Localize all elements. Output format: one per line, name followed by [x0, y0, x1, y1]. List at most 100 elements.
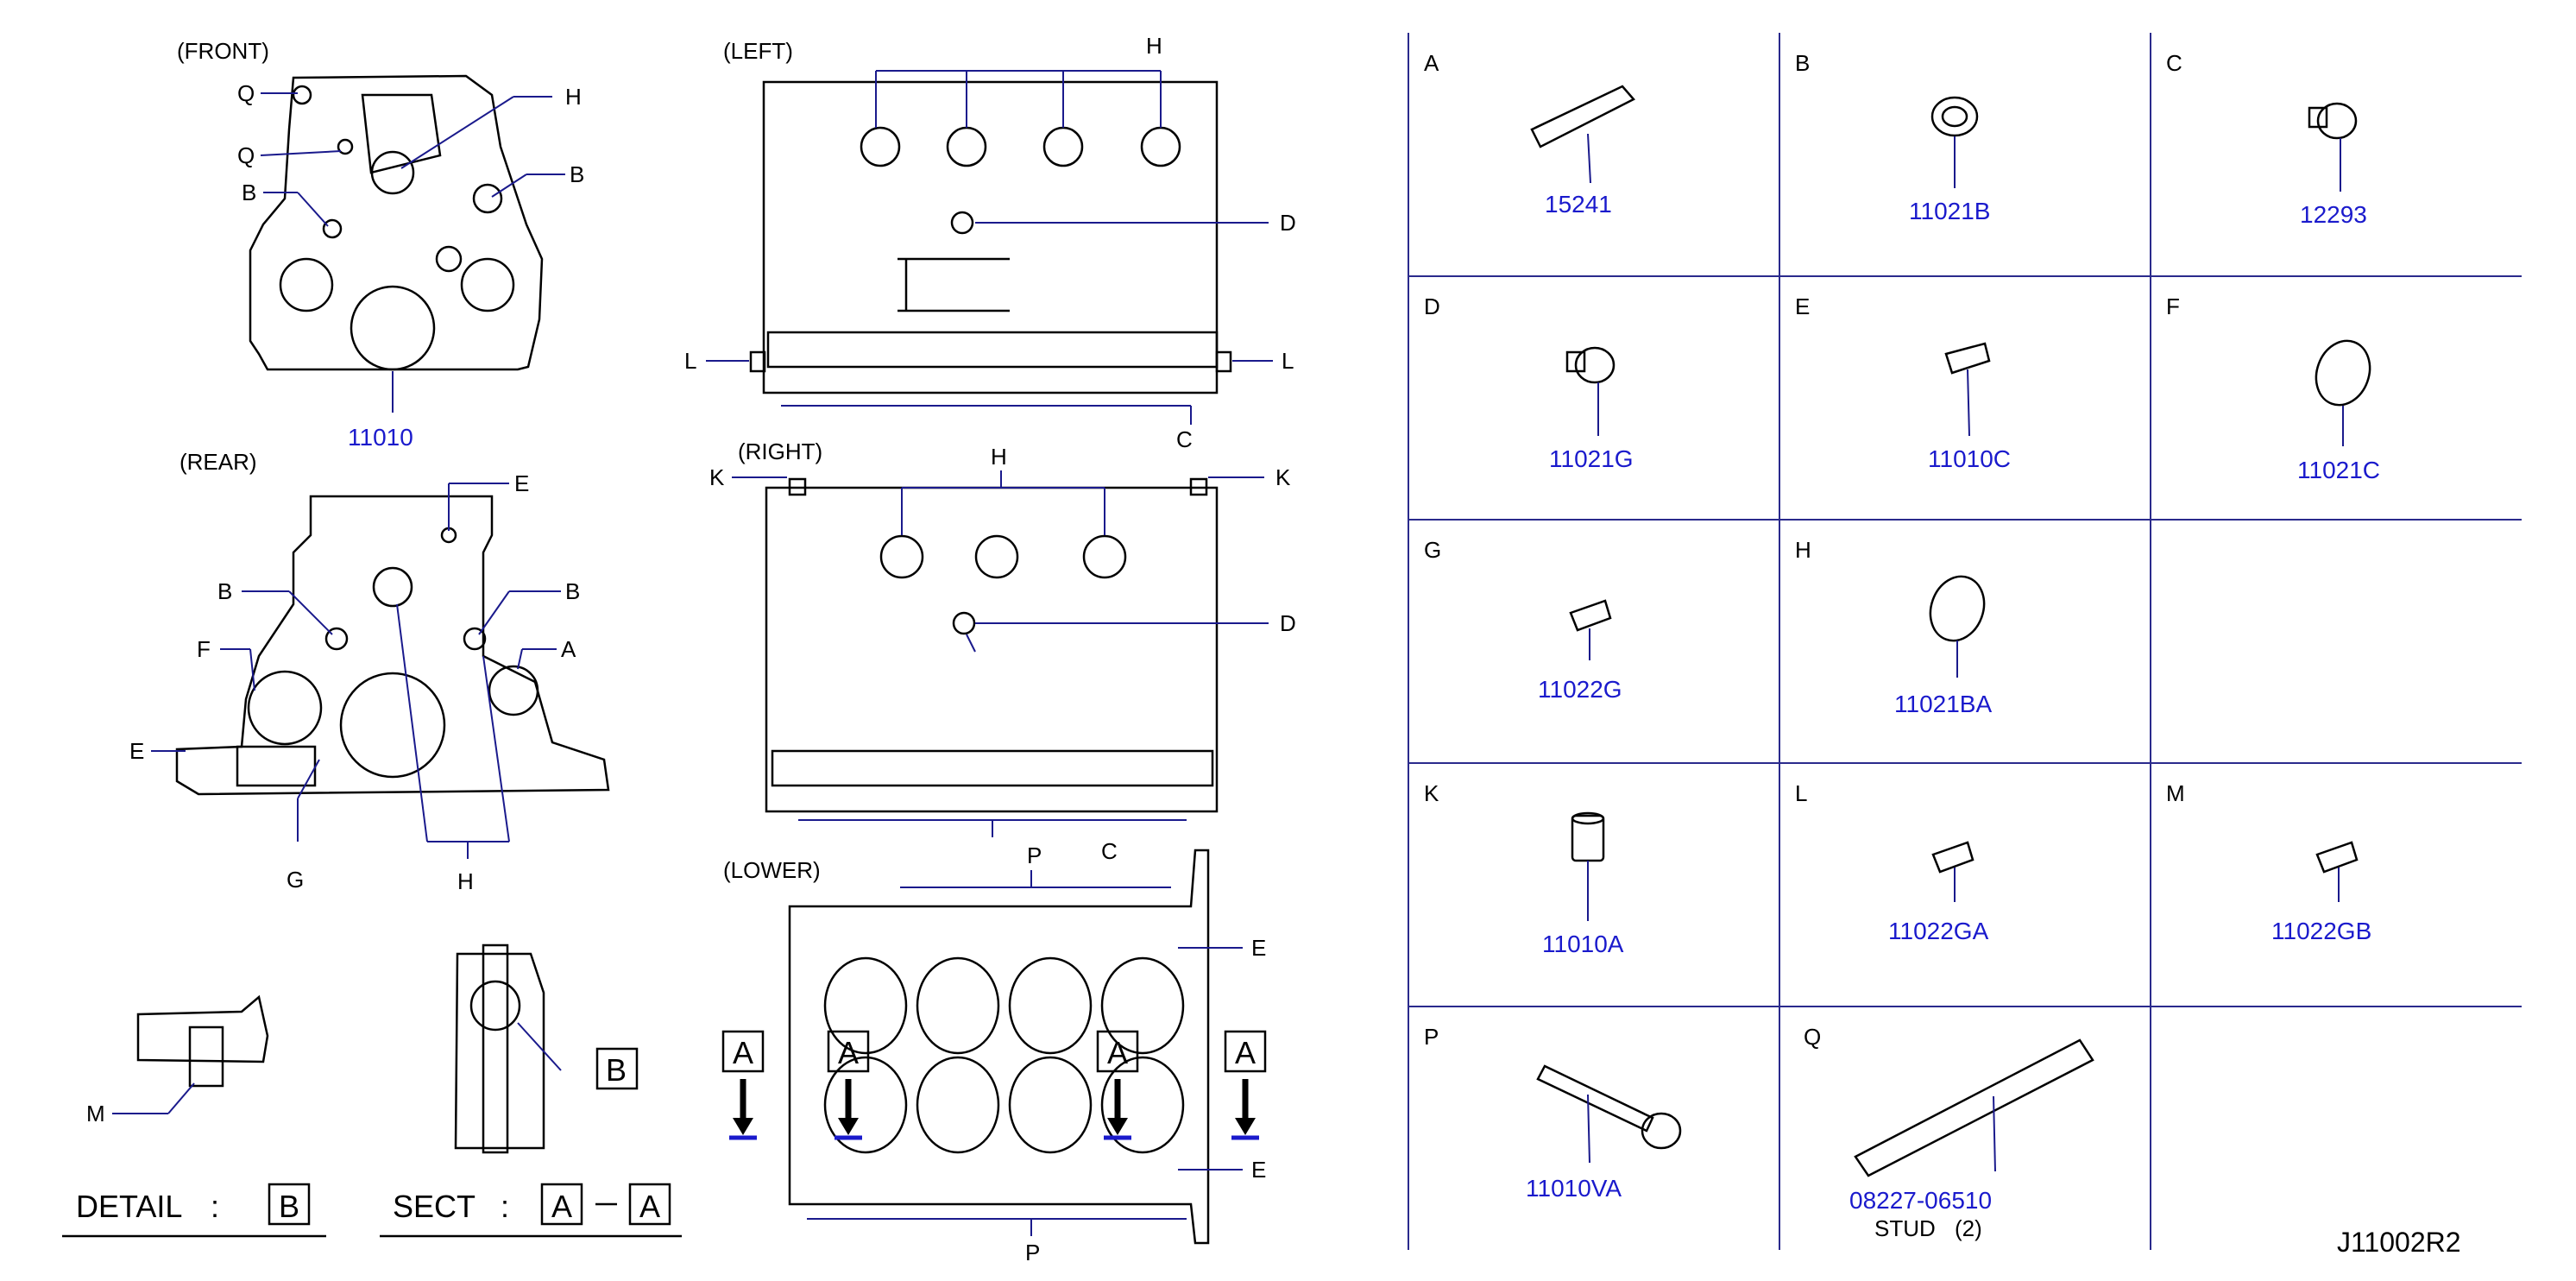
detail-caption-colon: :: [211, 1189, 219, 1224]
sect-caption-word: SECT: [393, 1189, 476, 1224]
part-number-11010: 11010: [348, 424, 413, 451]
leader-b-right2: [478, 590, 510, 635]
callout-e: E: [1251, 1157, 1266, 1183]
section-label: A: [1235, 1035, 1256, 1070]
leader-d2: [966, 634, 976, 653]
lower-bore-4: [1100, 956, 1185, 1055]
callout-p: P: [1025, 1240, 1040, 1265]
cell-qty: (2): [1955, 1215, 1982, 1241]
right-title: (RIGHT): [738, 439, 822, 464]
section-arrow-head: [733, 1118, 753, 1135]
left-bore-2: [946, 126, 987, 167]
cell-letter: D: [1424, 293, 1440, 319]
cell-part-number: 11010A: [1542, 931, 1624, 957]
pin-icon: [1530, 85, 1635, 148]
parts-cell-q: Q 08227-06510 STUD (2): [1804, 1024, 2094, 1241]
cell-leader: [1587, 133, 1591, 184]
right-plug-d: [952, 611, 976, 635]
left-stud-l1: [749, 350, 766, 373]
parts-cell-c: C 12293: [2166, 50, 2367, 228]
left-block-outline: [762, 80, 1219, 394]
parts-cell-b: B 11021B: [1795, 50, 1990, 224]
cell-part-number: 11010VA: [1526, 1175, 1622, 1202]
cup-plug-icon: [2315, 339, 2371, 407]
leader-a2: [517, 648, 523, 670]
callout-e: E: [514, 470, 529, 496]
section-arrow-head: [1107, 1118, 1128, 1135]
leader-m2: [167, 1082, 195, 1114]
cell-part-number: 15241: [1545, 191, 1612, 218]
rear-title: (REAR): [180, 449, 257, 475]
cell-part-number: 11021G: [1549, 445, 1634, 472]
left-view: (LEFT) H D L L C: [684, 33, 1296, 452]
bolt-icon: [1536, 1064, 1654, 1133]
callout-b: B: [242, 180, 256, 205]
parts-cell-e: E 11010C: [1795, 293, 2011, 472]
leader-b1b: [297, 192, 329, 227]
rear-flange: [236, 745, 317, 787]
callout-b-box: B: [606, 1052, 627, 1088]
rear-cam-bore: [372, 566, 413, 608]
cell-letter: G: [1424, 537, 1441, 563]
section-label: A: [733, 1035, 753, 1070]
cell-letter: K: [1424, 780, 1439, 806]
callout-g: G: [287, 867, 304, 893]
detail-b-outline: [454, 952, 545, 1150]
detail-m-view: M: [86, 994, 269, 1126]
parts-cell-k: K 11010A: [1424, 780, 1624, 957]
cell-part-number: 11021B: [1909, 198, 1990, 224]
callout-m: M: [86, 1101, 105, 1126]
left-lower-rail: [766, 331, 1219, 369]
front-casting: [361, 93, 442, 174]
cell-part-number: 11021C: [2297, 457, 2380, 483]
detail-m-outline: [136, 994, 269, 1063]
section-box: [721, 1030, 765, 1073]
sect-caption-a2: A: [639, 1189, 660, 1224]
lower-bore-2: [916, 956, 1000, 1055]
sect-caption: SECT : A A: [380, 1183, 682, 1238]
parts-cell-f: F 11021C: [2166, 293, 2380, 483]
plug-icon: [2316, 102, 2358, 140]
leader-b-detail: [517, 1022, 562, 1071]
leader-h-l: [396, 603, 428, 842]
left-bore-1: [860, 126, 901, 167]
plug-icon-inner: [1941, 105, 1968, 128]
callout-e: E: [129, 738, 144, 764]
section-arrow-head: [1235, 1118, 1256, 1135]
lower-block-outline: [788, 849, 1210, 1245]
parts-table: A 15241 B 11021B C 12293 D 11021G: [1408, 33, 2522, 1250]
front-crank-bore: [350, 285, 436, 371]
cell-part-number: 11021BA: [1894, 691, 1992, 717]
front-cam-bore: [370, 150, 415, 195]
right-bore-1: [879, 534, 924, 579]
callout-k: K: [1275, 464, 1291, 490]
section-label: A: [838, 1035, 859, 1070]
parts-cell-m: M 11022GB: [2166, 780, 2371, 944]
callout-e: E: [1251, 935, 1266, 961]
callout-d: D: [1280, 210, 1296, 236]
front-plug-b: [472, 183, 503, 214]
cell-leader: [1587, 1094, 1590, 1164]
bolt-icon-head: [1641, 1112, 1682, 1150]
parts-cell-h: H 11021BA: [1795, 537, 1992, 717]
detail-b-shaft: [482, 943, 509, 1154]
detail-b-circle: [469, 980, 521, 1032]
callout-d: D: [1280, 610, 1296, 636]
right-dowel-k2: [1189, 477, 1208, 496]
dowel-icon: [1944, 342, 1991, 375]
front-bore-right: [460, 257, 515, 312]
cell-part-number: 11022GA: [1888, 918, 1989, 944]
detail-caption: DETAIL : B: [62, 1183, 326, 1238]
lower-title: (LOWER): [723, 857, 821, 883]
callout-h: H: [1146, 33, 1162, 59]
plug-icon-head: [2308, 106, 2328, 129]
parts-cell-a: A 15241: [1424, 50, 1635, 218]
leader-f2: [249, 648, 255, 691]
stud-icon: [1854, 1038, 2094, 1177]
lower-bore-7: [1008, 1056, 1093, 1154]
parts-cell-d: D 11021G: [1424, 293, 1634, 472]
cell-part-number: 12293: [2300, 201, 2367, 228]
cell-part-number: 11022G: [1538, 676, 1622, 703]
right-bore-2: [974, 534, 1019, 579]
